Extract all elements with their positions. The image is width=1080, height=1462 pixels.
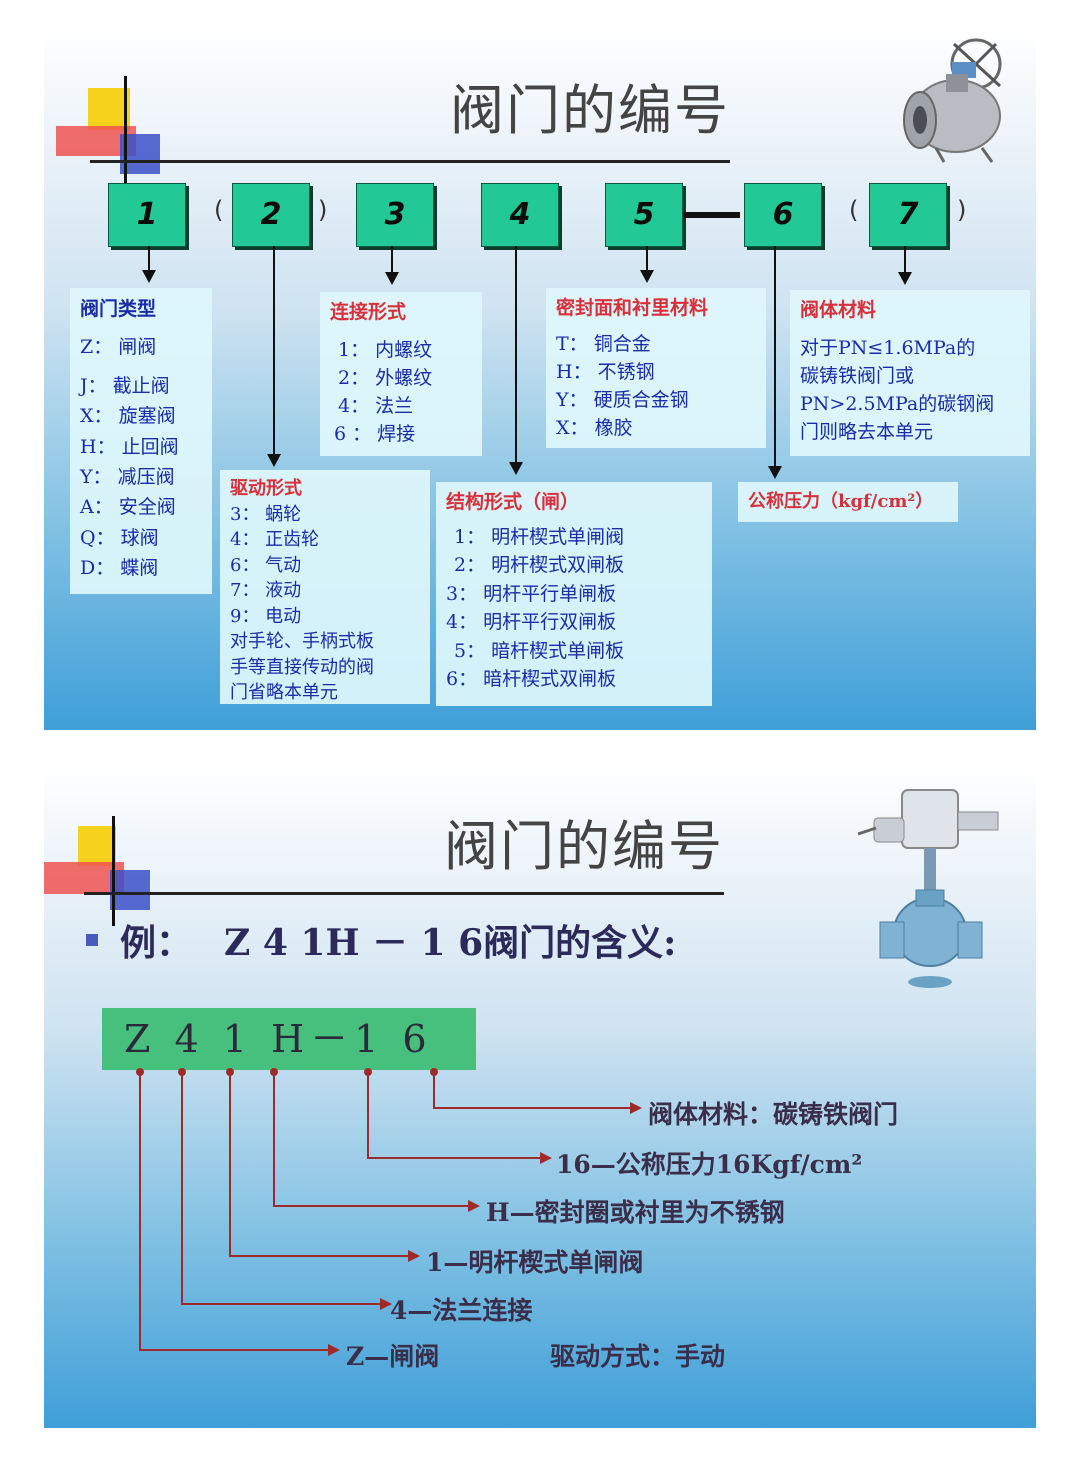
valve-type-panel: 阀门类型 Z： 闸阀 J： 截止阀 X： 旋塞阀 H： 止回阀 Y： 减压阀 A… bbox=[70, 288, 212, 594]
drive-type-item: 6： 气动 bbox=[230, 554, 302, 576]
body-material-item: 门则略去本单元 bbox=[800, 421, 934, 443]
valve-type-item: H： 止回阀 bbox=[80, 435, 179, 458]
label-seal-material: H—密封圈或衬里为不锈钢 bbox=[486, 1198, 785, 1227]
arrow-2-head bbox=[267, 454, 281, 467]
code-box-6: 6 bbox=[744, 183, 822, 247]
seal-material-panel: 密封面和衬里材料 T： 铜合金 H： 不锈钢 Y： 硬质合金钢 X： 橡胶 bbox=[546, 288, 766, 448]
corner-decoration bbox=[44, 812, 174, 932]
body-material-item: PN>2.5MPa的碳钢阀 bbox=[800, 393, 995, 415]
drive-type-item: 门省略本单元 bbox=[230, 682, 338, 703]
paren-close-7: ) bbox=[957, 196, 967, 224]
code-box-7: 7 bbox=[869, 183, 947, 247]
arrow-1-line bbox=[148, 246, 150, 272]
paren-close-2: ) bbox=[318, 196, 328, 224]
bullet-icon bbox=[86, 934, 98, 946]
pressure-heading: 公称压力（kgf/cm²） bbox=[748, 491, 934, 512]
valve-type-item: Y： 减压阀 bbox=[80, 466, 175, 489]
seal-material-item: T： 铜合金 bbox=[556, 333, 651, 355]
valve-type-item: A： 安全阀 bbox=[80, 496, 176, 519]
ball-valve-icon bbox=[903, 38, 1002, 163]
arrow-4-line bbox=[515, 246, 517, 464]
arrow-1-head bbox=[142, 270, 156, 283]
valve-type-heading: 阀门类型 bbox=[80, 298, 157, 320]
drive-type-item: 7： 液动 bbox=[230, 580, 302, 601]
body-material-item: 碳铸铁阀门或 bbox=[800, 365, 915, 387]
arrow-6-head bbox=[768, 466, 782, 479]
seal-material-heading: 密封面和衬里材料 bbox=[556, 297, 709, 319]
seal-material-item: Y： 硬质合金钢 bbox=[556, 389, 689, 411]
structure-type-item: 4： 明杆平行双闸板 bbox=[446, 611, 617, 633]
label-valve-type: Z—闸阀 bbox=[346, 1342, 440, 1371]
arrow-7-head bbox=[898, 272, 912, 285]
arrow-5-line bbox=[646, 246, 648, 272]
slide-valve-example: 阀门的编号 例： Z 4 1H － 1 6阀门的含义: Z 4 1 H－1 6 bbox=[44, 762, 1036, 1428]
seal-material-item: X： 橡胶 bbox=[556, 417, 633, 439]
example-code: Z 4 1H － 1 6阀门的含义: bbox=[224, 922, 677, 964]
valve-type-item: D： 蝶阀 bbox=[80, 557, 159, 580]
code-box-1: 1 bbox=[108, 183, 186, 247]
arrow-7-line bbox=[904, 246, 906, 274]
valve-type-item: J： 截止阀 bbox=[80, 374, 170, 397]
label-connection: 4—法兰连接 bbox=[390, 1296, 533, 1325]
structure-type-item: 5： 暗杆楔式单闸板 bbox=[454, 639, 625, 662]
title-underline bbox=[90, 160, 730, 163]
drive-type-heading: 驱动形式 bbox=[230, 478, 302, 499]
arrow-3-head bbox=[385, 272, 399, 285]
code-box-5: 5 bbox=[605, 183, 683, 247]
drive-type-item: 3： 蜗轮 bbox=[230, 503, 302, 525]
page-title: 阀门的编号 bbox=[450, 79, 730, 142]
connection-type-item: 4： 法兰 bbox=[338, 395, 414, 417]
code-box-4: 4 bbox=[481, 183, 559, 247]
seal-material-item: H： 不锈钢 bbox=[556, 361, 655, 383]
connection-type-item: 1： 内螺纹 bbox=[338, 339, 433, 361]
arrow-6-line bbox=[774, 246, 776, 468]
label-body-material: 阀体材料：碳铸铁阀门 bbox=[648, 1100, 899, 1129]
label-nominal-pressure: 16—公称压力16Kgf/cm² bbox=[556, 1150, 863, 1179]
leader-lines bbox=[136, 1068, 642, 1356]
arrow-2-line bbox=[273, 246, 275, 456]
drive-type-item: 对手轮、手柄式板 bbox=[230, 631, 374, 652]
connection-type-item: 2： 外螺纹 bbox=[338, 367, 433, 389]
label-structure: 1—明杆楔式单闸阀 bbox=[426, 1248, 644, 1277]
arrow-3-line bbox=[391, 246, 393, 274]
valve-type-item: Q： 球阀 bbox=[80, 526, 159, 549]
pressure-panel: 公称压力（kgf/cm²） bbox=[738, 482, 958, 522]
structure-type-item: 2： 明杆楔式双闸板 bbox=[454, 554, 625, 576]
body-material-heading: 阀体材料 bbox=[800, 299, 877, 321]
body-material-item: 对于PN≤1.6MPa的 bbox=[800, 337, 976, 359]
structure-type-panel: 结构形式（闸） 1： 明杆楔式单闸阀 2： 明杆楔式双闸板 3： 明杆平行单闸板… bbox=[436, 482, 712, 706]
page-title: 阀门的编号 bbox=[444, 815, 724, 878]
structure-type-item: 1： 明杆楔式单闸阀 bbox=[454, 525, 625, 548]
title-underline bbox=[84, 892, 724, 895]
drive-type-item: 手等直接传动的阀 bbox=[230, 656, 374, 678]
arrow-5-head bbox=[640, 270, 654, 283]
structure-type-item: 3： 明杆平行单闸板 bbox=[446, 582, 617, 605]
dash-connector bbox=[684, 212, 740, 218]
connection-type-panel: 连接形式 1： 内螺纹 2： 外螺纹 4： 法兰 6 ： 焊接 bbox=[320, 292, 482, 456]
slide-valve-numbering-scheme: 阀门的编号 1 ( 2 ) 3 4 5 6 ( 7 ) 阀门类型 Z： 闸阀 J… bbox=[44, 26, 1036, 730]
drive-type-item: 9： 电动 bbox=[230, 605, 302, 627]
code-bar: Z 4 1 H－1 6 bbox=[102, 1008, 476, 1070]
drive-type-item: 4： 正齿轮 bbox=[230, 529, 320, 550]
label-drive-mode: 驱动方式：手动 bbox=[550, 1342, 726, 1371]
drive-type-panel: 驱动形式 3： 蜗轮 4： 正齿轮 6： 气动 7： 液动 9： 电动 对手轮、… bbox=[220, 470, 430, 704]
control-valve-icon bbox=[857, 789, 999, 988]
valve-type-item: Z： 闸阀 bbox=[80, 336, 157, 359]
code-box-2: 2 bbox=[232, 183, 310, 247]
example-prefix: 例： bbox=[120, 922, 193, 964]
structure-type-heading: 结构形式（闸） bbox=[446, 491, 580, 513]
code-box-3: 3 bbox=[356, 183, 434, 247]
arrow-4-head bbox=[509, 462, 523, 475]
body-material-panel: 阀体材料 对于PN≤1.6MPa的 碳铸铁阀门或 PN>2.5MPa的碳钢阀 门… bbox=[790, 290, 1030, 456]
valve-type-item: X： 旋塞阀 bbox=[80, 405, 176, 428]
corner-decoration bbox=[44, 76, 174, 196]
paren-open-2: ( bbox=[214, 196, 224, 224]
connection-type-item: 6 ： 焊接 bbox=[334, 423, 416, 445]
connection-type-heading: 连接形式 bbox=[330, 301, 407, 323]
structure-type-item: 6： 暗杆楔式双闸板 bbox=[446, 668, 617, 690]
paren-open-7: ( bbox=[849, 196, 859, 224]
